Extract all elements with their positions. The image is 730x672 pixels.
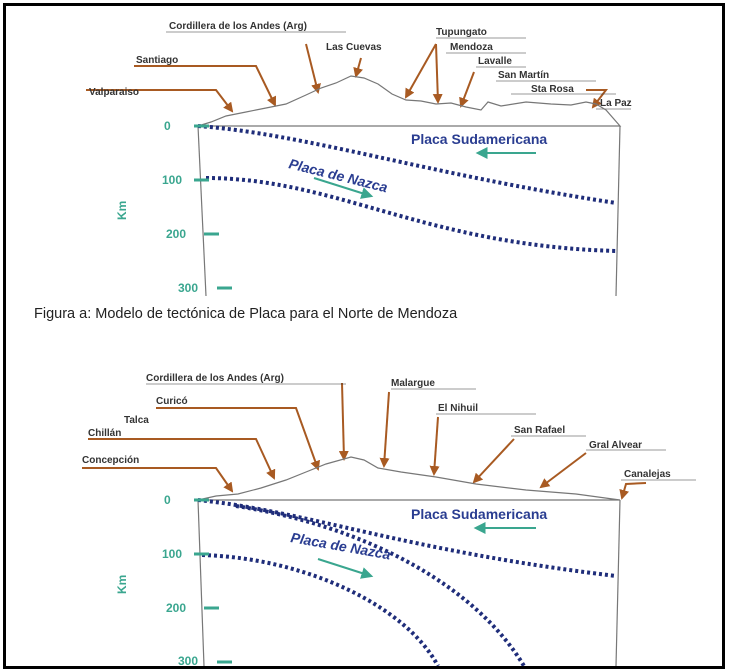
depth-300-b: 300 <box>178 654 198 666</box>
place-el-nihuil: El Nihuil <box>438 403 478 414</box>
plate-south-american-b: Placa Sudamericana <box>411 506 547 522</box>
arrow-malargue <box>379 391 390 468</box>
label-underlines-b <box>146 383 696 481</box>
arrow-las-cuevas <box>353 57 363 78</box>
place-concepcion: Concepción <box>82 455 139 466</box>
section-right-edge-b <box>615 499 621 666</box>
label-underlines-a <box>166 31 631 110</box>
arrow-valparaiso <box>86 89 234 113</box>
diagram-a: Valparaiso Santiago Cordillera de los An… <box>34 21 632 322</box>
nazca-motion-arrow-b <box>317 558 374 579</box>
plate-south-american-a: Placa Sudamericana <box>411 131 547 147</box>
topography-profile-a <box>197 75 622 127</box>
nazca-plate-base-a <box>205 176 617 253</box>
section-left-edge-b <box>197 499 205 666</box>
place-mendoza: Mendoza <box>450 42 493 53</box>
depth-scale-a: 0 100 200 300 Km <box>115 119 232 295</box>
place-sta-rosa: Sta Rosa <box>531 84 574 95</box>
place-la-paz: La Paz <box>600 98 632 109</box>
km-axis-label-b: Km <box>115 575 129 594</box>
depth-scale-b: 0 100 200 300 Km <box>115 493 232 666</box>
arrow-canalejas <box>619 482 647 500</box>
depth-0-a: 0 <box>164 119 171 133</box>
place-san-rafael: San Rafael <box>514 425 565 436</box>
nazca-plate-base-b <box>201 553 440 666</box>
section-right-edge-a <box>615 125 621 297</box>
arrow-concepcion <box>82 467 234 493</box>
depth-0-b: 0 <box>164 493 171 507</box>
tectonic-diagrams: Valparaiso Santiago Cordillera de los An… <box>34 21 696 666</box>
figure-frame: Valparaiso Santiago Cordillera de los An… <box>3 3 725 669</box>
depth-200-b: 200 <box>166 601 186 615</box>
topography-profile-b <box>197 456 621 501</box>
arrow-mendoza <box>432 43 443 104</box>
place-talca: Talca <box>124 415 149 426</box>
place-san-martin: San Martín <box>498 70 549 81</box>
diagram-b: Concepción Chillán Talca Curicó Cordille… <box>82 373 696 666</box>
place-cordillera-b: Cordillera de los Andes (Arg) <box>146 373 284 384</box>
arrow-santiago <box>134 65 276 107</box>
depth-100-b: 100 <box>162 547 182 561</box>
arrow-gral-alvear <box>539 452 587 489</box>
arrow-lavalle <box>459 71 475 108</box>
place-gral-alvear: Gral Alvear <box>589 440 642 451</box>
arrow-el-nihuil <box>429 416 440 476</box>
place-santiago: Santiago <box>136 55 178 66</box>
depth-200-a: 200 <box>166 227 186 241</box>
arrow-san-rafael <box>472 438 515 484</box>
place-malargue: Malargue <box>391 378 435 389</box>
place-canalejas: Canalejas <box>624 469 671 480</box>
place-valparaiso: Valparaiso <box>89 87 139 98</box>
place-tupungato: Tupungato <box>436 27 487 38</box>
arrow-tupungato <box>405 43 437 99</box>
section-left-edge-a <box>197 125 207 297</box>
place-arrows-a <box>86 43 609 113</box>
arrow-curico <box>156 407 320 471</box>
nazca-motion-arrow-a <box>313 177 374 199</box>
place-las-cuevas: Las Cuevas <box>326 42 382 53</box>
nazca-plate-top-a <box>197 124 617 205</box>
figure-a-caption: Figura a: Modelo de tectónica de Placa p… <box>34 306 458 322</box>
arrow-sta-rosa <box>586 89 609 109</box>
nazca-plate-top-b <box>197 498 617 578</box>
depth-100-a: 100 <box>162 173 182 187</box>
arrow-chillan <box>88 438 276 480</box>
place-curico: Curicó <box>156 396 188 407</box>
km-axis-label-a: Km <box>115 201 129 220</box>
arrow-cordillera-b <box>338 382 349 461</box>
nazca-slab-deep-b <box>235 504 526 666</box>
arrow-cordillera <box>305 43 321 94</box>
place-arrows-b <box>82 382 647 500</box>
place-lavalle: Lavalle <box>478 56 512 67</box>
place-chillan: Chillán <box>88 428 121 439</box>
place-cordillera: Cordillera de los Andes (Arg) <box>169 21 307 32</box>
depth-300-a: 300 <box>178 281 198 295</box>
